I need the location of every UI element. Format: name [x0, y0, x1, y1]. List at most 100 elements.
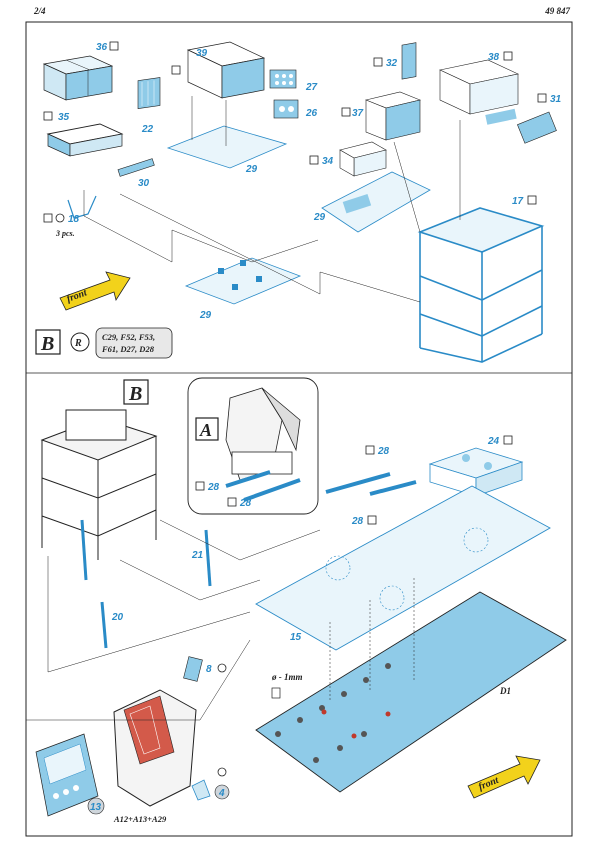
check-box-icon — [171, 65, 181, 75]
part-35-frame — [46, 123, 124, 157]
floor-rivets — [275, 663, 391, 763]
part-label: 27 — [305, 82, 318, 93]
part-13-display — [35, 733, 99, 817]
part-label: 21 — [191, 550, 204, 561]
part-18-bracket — [67, 195, 97, 219]
part-label: 13 — [90, 802, 102, 813]
part-label: 8 — [206, 664, 212, 675]
check-box-icon — [309, 155, 319, 165]
part-label: 34 — [322, 156, 334, 167]
part-28-strip — [369, 480, 417, 496]
part-number-badge — [87, 797, 105, 815]
removal-note-line2: F61, D27, D28 — [101, 344, 155, 354]
part-label: 29 — [313, 212, 326, 223]
check-box-icon — [367, 515, 377, 525]
part-36-boxes — [42, 55, 114, 101]
assembled-rack — [40, 409, 158, 560]
quantity-note: 3 pcs. — [55, 229, 75, 238]
part-22-grille — [137, 77, 161, 109]
drill-bit-icon — [271, 687, 281, 699]
paint-symbol-icon — [217, 767, 227, 777]
part-label: D1 — [499, 686, 511, 696]
part-39-box — [186, 41, 266, 99]
paint-symbol-icon — [217, 663, 227, 673]
removal-symbol-icon — [70, 332, 90, 352]
removal-note-box — [95, 327, 173, 359]
part-label: 28 — [239, 498, 252, 509]
part-label: 28 — [351, 516, 364, 527]
check-box-icon — [195, 481, 205, 491]
part-label: 29 — [245, 164, 258, 175]
part-label: 18 — [68, 214, 80, 225]
part-label: 15 — [290, 632, 302, 643]
step-letter: B — [40, 333, 54, 355]
part-label: 36 — [96, 42, 108, 53]
part-28-strip — [225, 470, 271, 488]
check-box-icon — [43, 111, 53, 121]
front-arrow-icon — [467, 755, 541, 799]
check-box-icon — [109, 41, 119, 51]
part-30-strip — [117, 158, 155, 177]
part-label: 38 — [488, 52, 500, 63]
part-label: 4 — [218, 788, 225, 799]
part-label: 28 — [207, 482, 220, 493]
part-4-piece — [191, 779, 211, 801]
part-label: 30 — [138, 178, 150, 189]
part-31-panel — [517, 111, 557, 144]
part-label: 31 — [550, 94, 562, 105]
page-number: 2/4 — [34, 6, 46, 16]
removal-symbol: R — [74, 338, 82, 349]
assembly-note: A12+A13+A29 — [113, 814, 167, 824]
removal-note-line1: C29, F52, F53, — [102, 332, 155, 342]
step-letter-box — [195, 417, 219, 441]
step-letter: A — [199, 420, 212, 440]
part-number-badge — [214, 784, 230, 800]
part-label: 35 — [58, 112, 70, 123]
part-label: 22 — [141, 124, 154, 135]
paint-symbol-icon — [55, 213, 65, 223]
check-box-icon — [537, 93, 547, 103]
part-d1-floor — [255, 591, 567, 793]
part-20-strut — [100, 601, 108, 649]
part-label: 24 — [487, 436, 500, 447]
part-label: 26 — [305, 108, 318, 119]
drill-note: ø - 1mm — [271, 672, 303, 682]
part-label: 37 — [352, 108, 364, 119]
check-box-icon — [373, 57, 383, 67]
part-15-floor-plate — [255, 485, 551, 651]
check-box-icon — [365, 445, 375, 455]
check-box-icon — [527, 195, 537, 205]
part-8-panel — [183, 656, 203, 682]
part-label: 17 — [512, 196, 524, 207]
check-box-icon — [43, 213, 53, 223]
check-box-icon — [503, 435, 513, 445]
check-box-icon — [503, 51, 513, 61]
part-27-panel — [269, 69, 297, 89]
part-34-box — [339, 141, 387, 177]
part-label: 39 — [196, 48, 208, 59]
kit-number: 49 847 — [545, 6, 570, 16]
part-label: 29 — [199, 310, 212, 321]
check-box-icon — [341, 107, 351, 117]
part-label: 20 — [111, 612, 124, 623]
part-21-strut — [204, 529, 212, 587]
seat-a12-a13-a29 — [113, 689, 197, 807]
part-28-strip — [325, 472, 391, 494]
step-letter: B — [128, 383, 142, 405]
part-24-block — [428, 447, 524, 497]
front-arrow-icon — [59, 271, 131, 311]
check-box-icon — [227, 497, 237, 507]
part-32-panel — [401, 42, 417, 80]
part-29-plate — [166, 125, 288, 169]
part-28-strip — [243, 478, 301, 502]
part-21-strut — [80, 519, 88, 581]
part-26-panel — [273, 99, 299, 119]
seat-assembly — [225, 387, 301, 481]
part-37-rack — [365, 91, 421, 141]
step-letter-box — [123, 379, 149, 405]
part-label: 32 — [386, 58, 398, 69]
step-letter-box — [35, 329, 61, 355]
part-17-rack-frame — [417, 207, 545, 363]
part-29-plate — [321, 171, 431, 233]
